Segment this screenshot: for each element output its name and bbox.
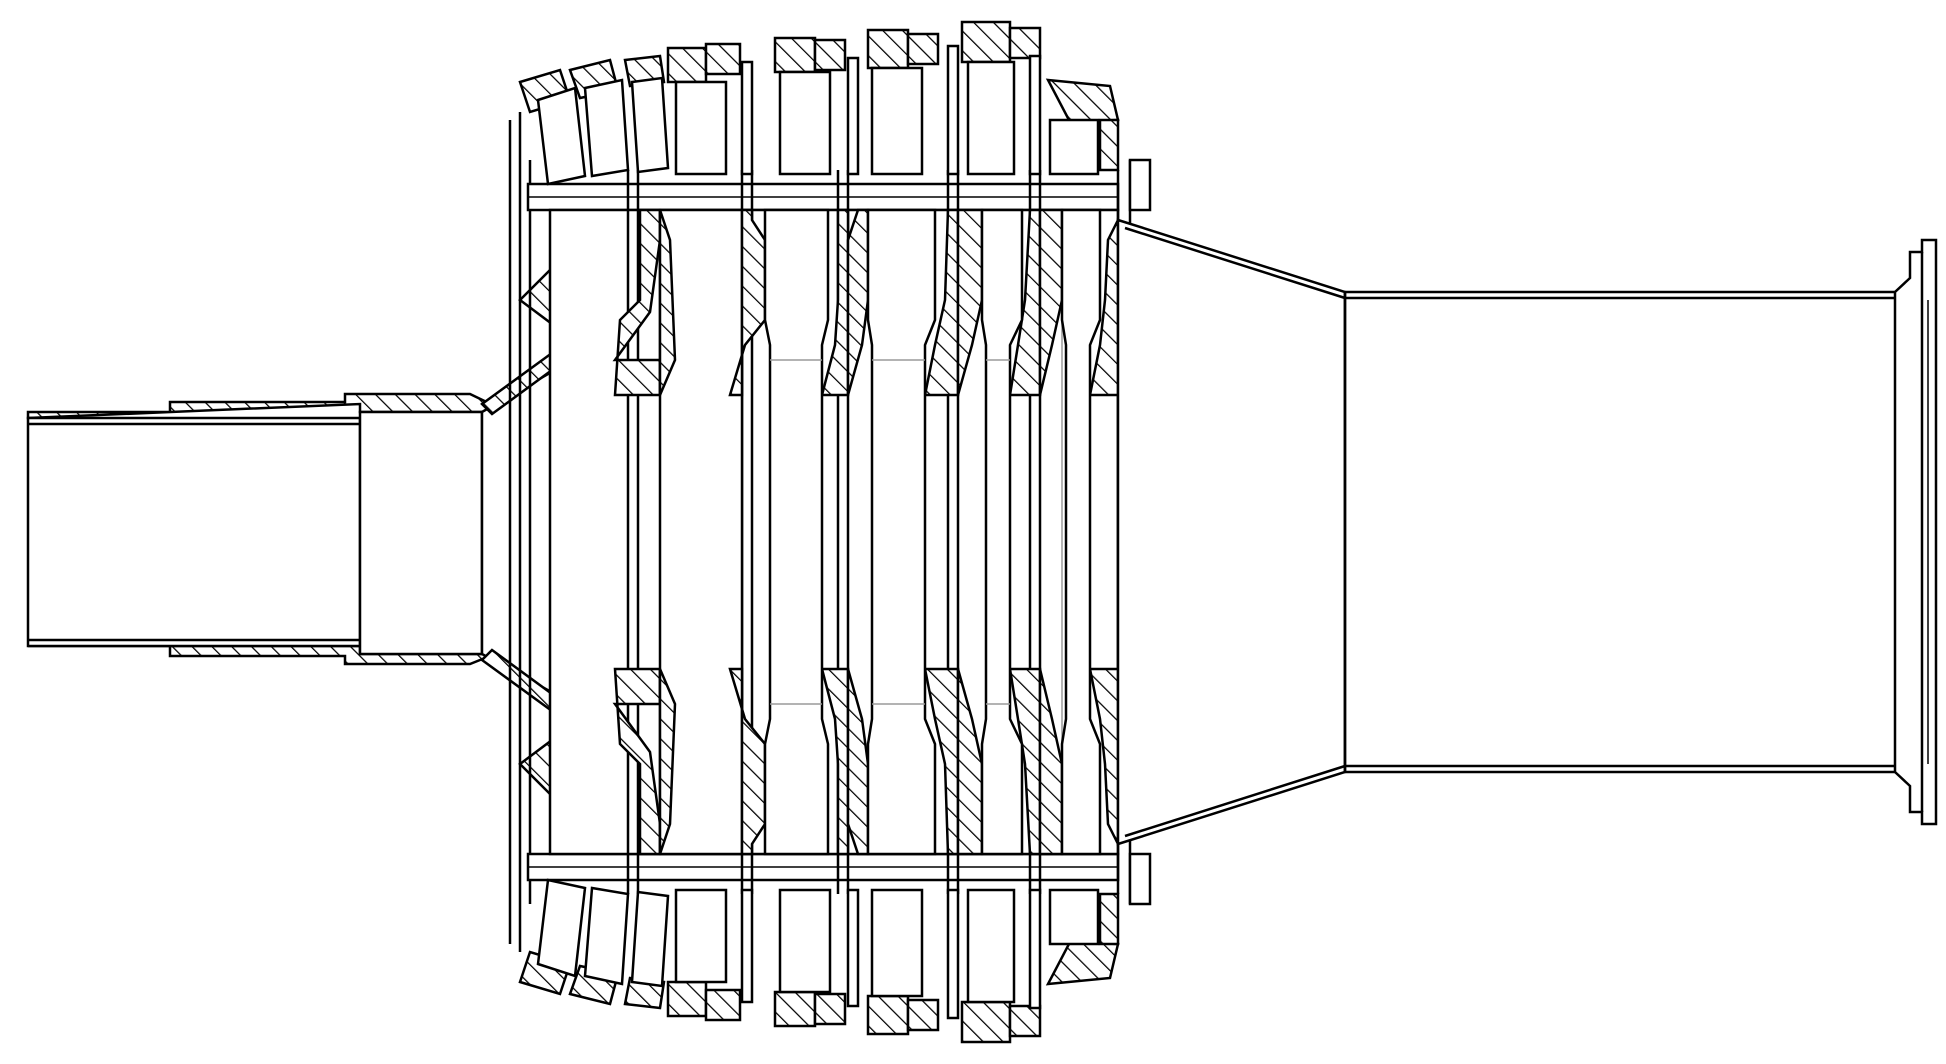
stage-3 <box>846 208 960 856</box>
rotor-stages <box>612 170 1120 894</box>
outlet-flange-body <box>1893 238 1938 826</box>
stage-1-hub-top <box>658 209 677 396</box>
outlet-flange <box>1893 238 1938 826</box>
vane-rings-bottom <box>518 852 1152 1044</box>
outlet-duct <box>1343 290 1907 774</box>
stage-5-blade <box>1060 208 1102 856</box>
inlet-pipe-body <box>26 416 362 648</box>
stage-1 <box>612 208 744 856</box>
diffuser-body <box>1116 218 1347 846</box>
outlet-duct-body <box>1343 290 1907 774</box>
vane-rings-top <box>518 20 1152 212</box>
stage-2-blade <box>763 208 830 856</box>
stage-2-disk-top-left <box>728 208 767 397</box>
stage-4-blade <box>980 208 1024 856</box>
inlet-pipe <box>26 392 497 666</box>
stage-2-disk-bottom-left <box>728 667 767 856</box>
stage-5 <box>1038 208 1120 856</box>
inlet-pipe-sleeve <box>358 410 484 656</box>
outlet-diffuser <box>1116 218 1347 846</box>
inlet-cone-body <box>480 367 557 697</box>
stage-3-blade <box>866 208 937 856</box>
stage-1-hub-bottom <box>658 668 677 855</box>
stage-2 <box>728 208 850 856</box>
stage-4 <box>956 208 1042 856</box>
